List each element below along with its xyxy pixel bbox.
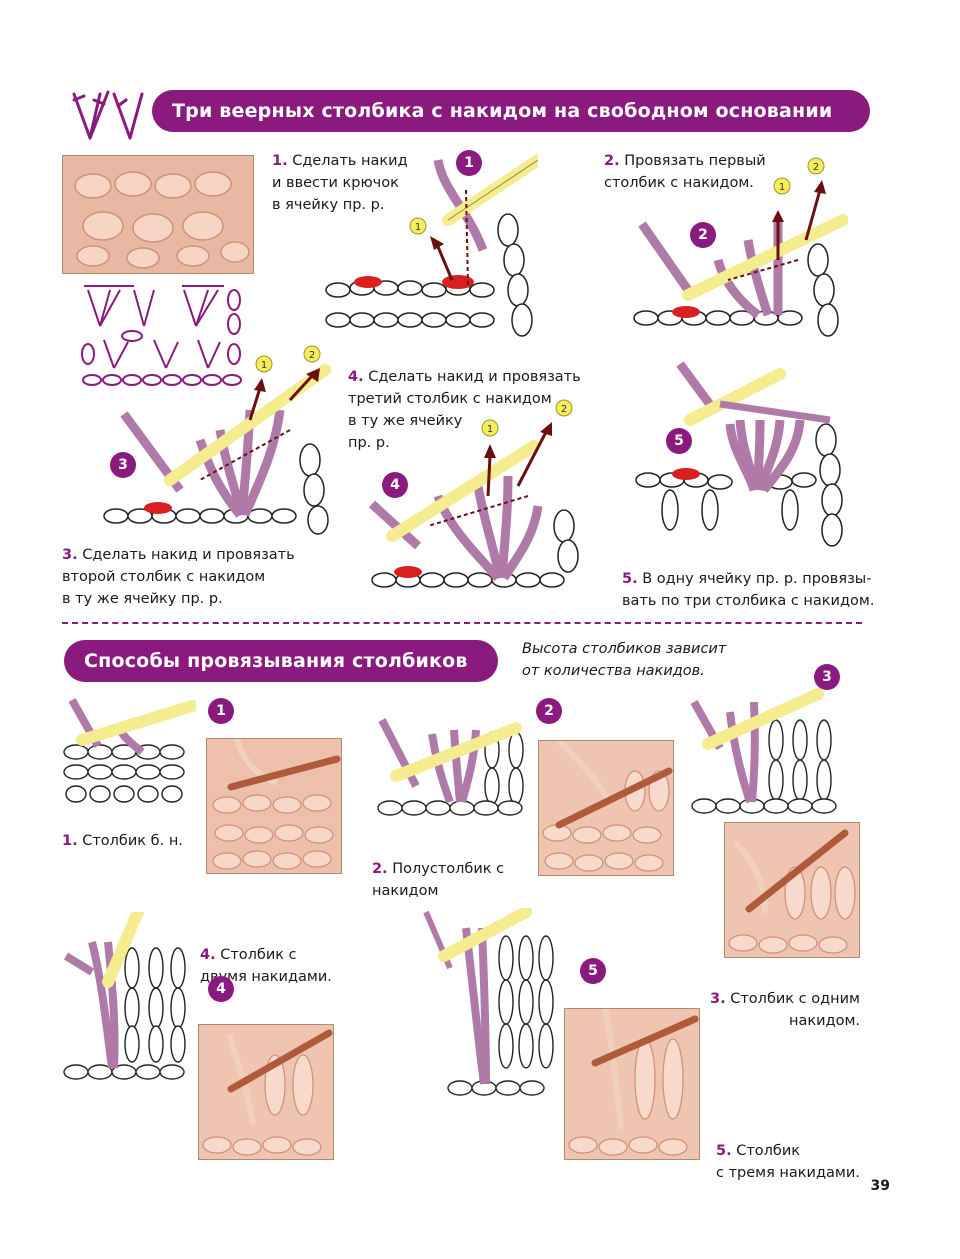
step2-text: 2. Провязать первый столбик с накидом.: [604, 153, 766, 191]
method5-badge: 5: [580, 958, 606, 984]
section1-title: Три веерных столбика с накидом на свобод…: [152, 90, 870, 132]
method1-badge: 1: [208, 698, 234, 724]
treble-crochet-diagram: [63, 912, 186, 1080]
svg-text:1: 1: [261, 360, 267, 371]
method2-badge: 2: [536, 698, 562, 724]
method5-text: 5. Столбик с тремя накидами.: [716, 1143, 860, 1181]
method4-photo: [198, 1024, 334, 1160]
method3-photo: [724, 822, 860, 958]
step3-illustration: 1 2: [103, 345, 331, 535]
step2-illustration: 1 2: [633, 157, 848, 337]
step5-badge: 5: [666, 428, 692, 454]
marker-1: 1: [415, 222, 421, 233]
section2-note: Высота столбиков зависит от количества н…: [522, 641, 727, 679]
svg-text:1: 1: [779, 182, 785, 193]
svg-text:1: 1: [487, 424, 493, 435]
step4-badge: 4: [382, 472, 408, 498]
double-crochet-diagram: [690, 688, 837, 814]
double-treble-diagram: [423, 908, 554, 1096]
step1-badge: 1: [456, 150, 482, 176]
step4-illustration: 1 2: [368, 399, 579, 588]
method1-photo: [206, 738, 342, 874]
crochet-symbol-icon: [72, 90, 144, 140]
step3-badge: 3: [110, 452, 136, 478]
step1-text: 1. Сделать накид и ввести крючок в ячейк…: [272, 153, 408, 213]
single-crochet-diagram: [63, 698, 196, 803]
section2-title: Способы провязывания столбиков: [64, 640, 498, 682]
section-divider: [62, 622, 862, 624]
step2-badge: 2: [690, 222, 716, 248]
svg-text:2: 2: [813, 162, 819, 173]
method1-text: 1. Столбик б. н.: [62, 833, 183, 849]
step4-text: 4. Сделать накид и провязать третий стол…: [348, 369, 581, 451]
method4-badge: 4: [208, 976, 234, 1002]
svg-text:2: 2: [561, 404, 567, 415]
half-double-diagram: [377, 718, 524, 816]
step5-text: 5. В одну ячейку пр. р. провязы- вать по…: [622, 571, 875, 609]
step3-text: 3. Сделать накид и провязать второй стол…: [62, 547, 295, 607]
method3-badge: 3: [814, 664, 840, 690]
method3-text: 3. Столбик с одним накидом.: [710, 991, 860, 1029]
method5-photo: [564, 1008, 700, 1160]
svg-text:2: 2: [309, 350, 315, 361]
method4-text: 4. Столбик с двумя накидами.: [200, 947, 332, 985]
step1-illustration: 1: [325, 154, 538, 337]
step5-illustration: [635, 361, 843, 547]
method2-text: 2. Полустолбик с накидом: [372, 861, 505, 899]
method2-photo: [538, 740, 674, 876]
sample-photo: [62, 155, 254, 274]
stitch-chart: [81, 285, 242, 386]
page-number: 39: [870, 1178, 890, 1194]
